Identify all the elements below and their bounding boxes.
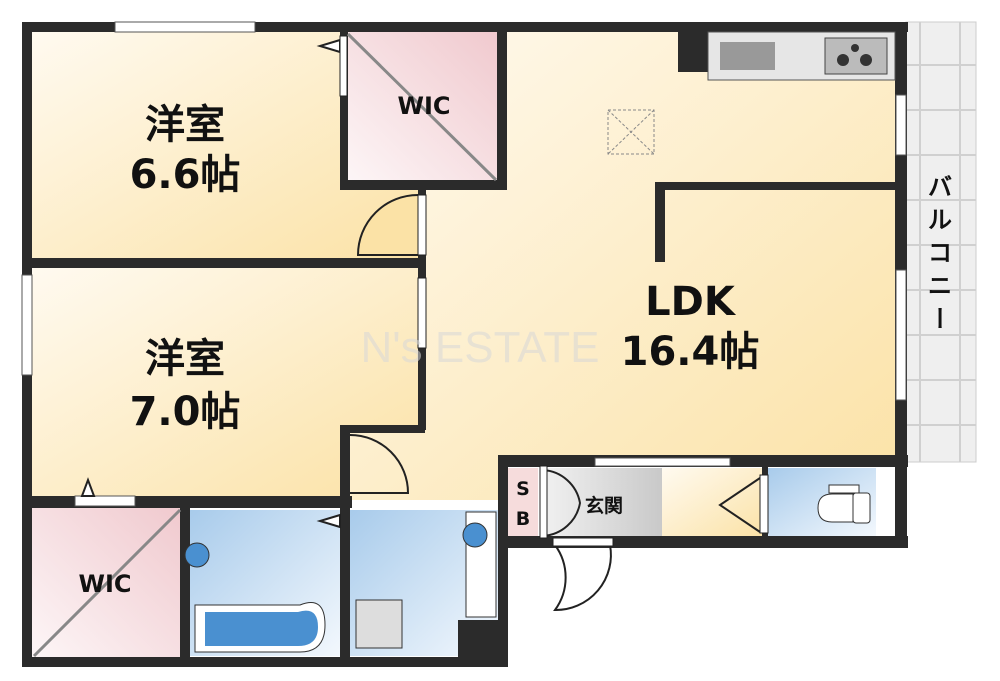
shoebox — [508, 468, 538, 536]
wic-top-diagonal — [346, 32, 498, 182]
entrance-label: 玄関 — [585, 494, 623, 517]
washbasin-icon — [462, 511, 497, 618]
western-room-1-name: 洋室 — [145, 102, 225, 148]
skylight-icon — [607, 109, 655, 155]
wic-bottom-label: WIC — [78, 570, 131, 598]
watermark: N's ESTATE — [360, 323, 599, 372]
shoebox-label-b: B — [516, 508, 530, 530]
balcony-char: ニ — [928, 272, 952, 300]
ldk-room — [350, 32, 896, 500]
entrance — [540, 468, 662, 536]
doors — [80, 38, 761, 612]
balcony-char: ル — [928, 206, 952, 234]
kitchen-counter — [707, 31, 896, 81]
western-room-2-name: 洋室 — [145, 336, 225, 382]
western-room-1-size: 6.6帖 — [130, 152, 241, 198]
washing-machine-icon — [355, 599, 403, 649]
wic-bottom-diagonal — [32, 508, 182, 658]
shower-icon — [184, 542, 210, 568]
toilet-icon — [817, 484, 871, 524]
ldk-size: 16.4帖 — [621, 329, 760, 375]
windows — [21, 21, 907, 507]
balcony-char: ー — [925, 306, 953, 330]
ldk-name: LDK — [645, 279, 737, 325]
balcony — [905, 21, 977, 463]
shoebox-label-s: S — [516, 478, 530, 500]
stove-icon — [824, 37, 888, 75]
bathtub-icon — [184, 542, 326, 653]
wic-top-label: WIC — [397, 92, 450, 120]
western-room-2-size: 7.0帖 — [130, 389, 241, 435]
door-panels — [339, 35, 769, 547]
balcony-label: バ ル コ ニ ー — [925, 173, 953, 330]
sink-icon — [720, 42, 775, 70]
balcony-char: バ — [928, 173, 952, 201]
balcony-char: コ — [928, 239, 952, 267]
